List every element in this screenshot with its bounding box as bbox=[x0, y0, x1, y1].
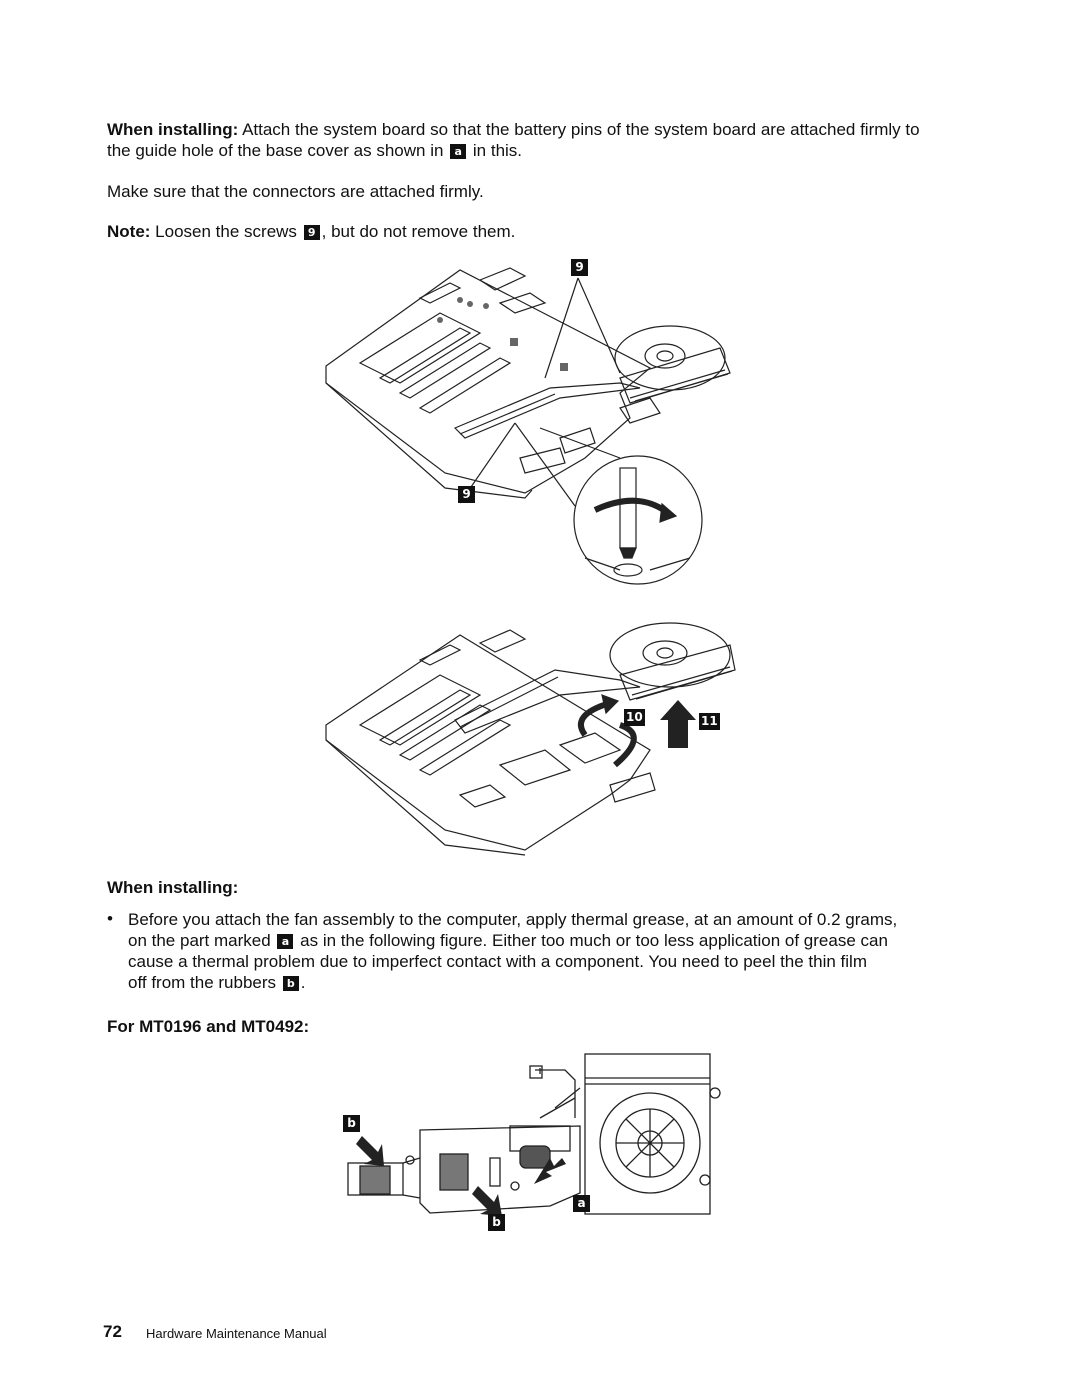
bullet-line2-b: as in the following figure. Either too m… bbox=[295, 931, 888, 950]
callout-b-2: b bbox=[488, 1214, 505, 1231]
note-text-b: , but do not remove them. bbox=[321, 222, 516, 241]
callout-a-2: a bbox=[573, 1195, 590, 1212]
bullet-line3: cause a thermal problem due to imperfect… bbox=[128, 952, 867, 971]
install-text-line1: Attach the system board so that the batt… bbox=[238, 120, 920, 139]
install-text-line2-end: in this. bbox=[468, 141, 523, 160]
bullet-line4-b: . bbox=[300, 973, 306, 992]
system-board-screws-figure bbox=[325, 267, 731, 585]
install-text-line2: the guide hole of the base cover as show… bbox=[107, 141, 449, 160]
callout-9-bottom: 9 bbox=[458, 486, 475, 503]
note-label: Note: bbox=[107, 222, 151, 241]
fan-removal-figure bbox=[325, 622, 736, 856]
callout-9-top: 9 bbox=[571, 259, 588, 276]
bullet-line1: Before you attach the fan assembly to th… bbox=[128, 910, 898, 929]
bullet-line4: off from the rubbers b. bbox=[128, 972, 306, 993]
note-text-a: Loosen the screws bbox=[150, 222, 302, 241]
callout-a-badge: a bbox=[450, 144, 467, 159]
when-installing-label: When installing: bbox=[107, 120, 239, 139]
bullet-line4-a: off from the rubbers bbox=[128, 973, 281, 992]
when-installing-heading: When installing: bbox=[107, 878, 239, 897]
callout-b-1: b bbox=[343, 1115, 360, 1132]
note-paragraph: Note: Loosen the screws 9, but do not re… bbox=[107, 221, 515, 242]
callout-b-badge: b bbox=[282, 976, 299, 991]
callout-10: 10 bbox=[624, 709, 645, 726]
connectors-paragraph: Make sure that the connectors are attach… bbox=[107, 182, 484, 201]
fan-assembly-grease-figure bbox=[347, 1053, 721, 1216]
callout-11: 11 bbox=[699, 713, 720, 730]
install-paragraph: When installing: Attach the system board… bbox=[107, 119, 920, 140]
bullet-line2-a: on the part marked bbox=[128, 931, 276, 950]
page-number: 72 bbox=[103, 1322, 122, 1341]
manual-title: Hardware Maintenance Manual bbox=[146, 1326, 327, 1341]
install-paragraph-line2: the guide hole of the base cover as show… bbox=[107, 140, 522, 161]
model-heading: For MT0196 and MT0492: bbox=[107, 1017, 310, 1036]
bullet-marker: • bbox=[107, 909, 113, 928]
bullet-line2: on the part marked a as in the following… bbox=[128, 930, 888, 951]
callout-9-badge: 9 bbox=[303, 225, 320, 240]
callout-a-badge-2: a bbox=[277, 934, 294, 949]
